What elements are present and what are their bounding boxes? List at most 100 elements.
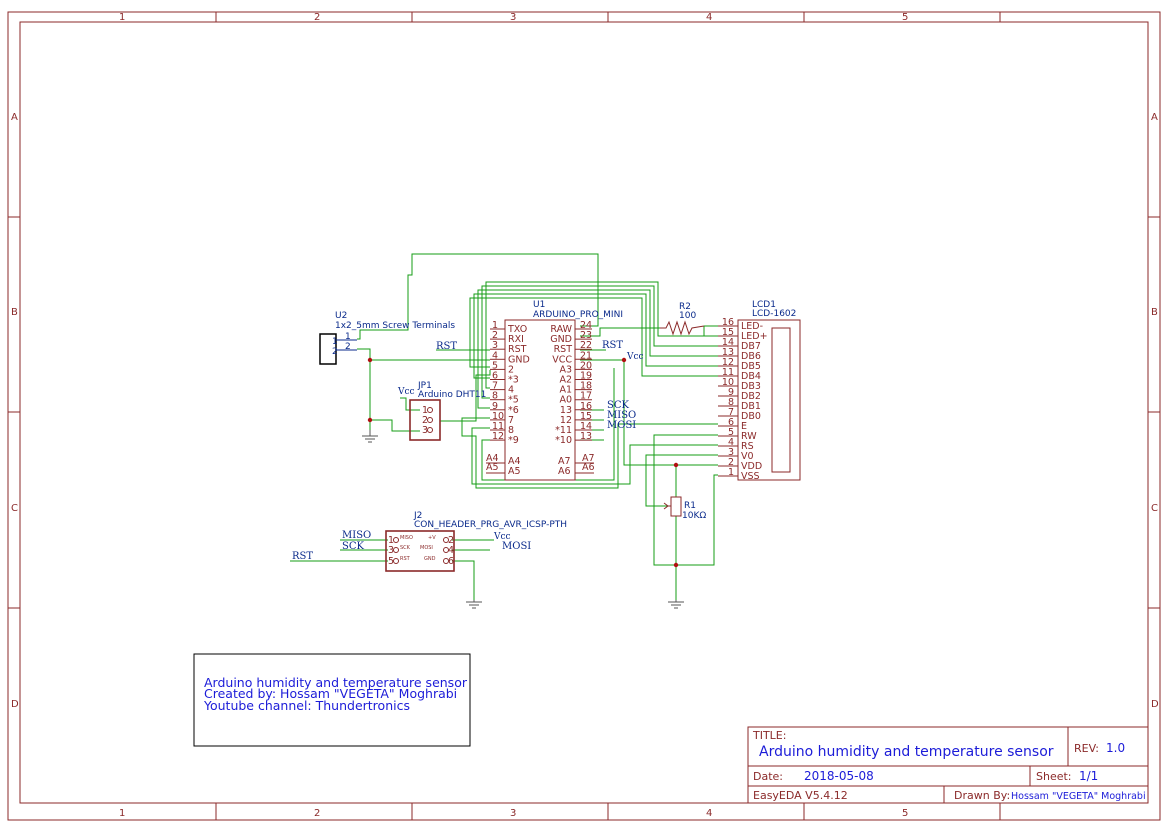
r2-designator: R2 [679, 302, 691, 312]
rev-label: REV: [1074, 742, 1099, 755]
jp1-pin-3: 3 [422, 425, 428, 436]
j2-miso-label: MISO [400, 535, 413, 541]
j2-pin-6: 6 [448, 556, 454, 567]
note-line-2: Created by: Hossam "VEGETA" Moghrabi [204, 686, 457, 701]
u1-pin-name-23: GND [550, 334, 572, 345]
u1-value: ARDUINO_PRO_MINI [533, 310, 623, 320]
r2-resistor[interactable]: R2 100 [660, 302, 705, 336]
row-label-b-right: B [1151, 307, 1158, 318]
sheet-frame: 1 2 3 4 5 1 2 3 4 5 A B C D A B C D [7, 11, 1161, 821]
u1-pin-num-19: 19 [580, 371, 592, 382]
col-label-1-bottom: 1 [119, 808, 125, 819]
u1-pin-name-1: TXO [507, 324, 527, 335]
lcd-pin-name-16: LED- [741, 321, 763, 332]
j2-pin-3: 3 [388, 545, 394, 556]
u1-pin-name-3: RST [508, 344, 527, 355]
lcd-pin-name-8: DB1 [741, 401, 761, 412]
j2-pin-1: 1 [388, 535, 394, 546]
u1-a7-name: A7 [558, 456, 571, 467]
u1-pin-name-5: 2 [508, 364, 514, 375]
u2-pin-2-num: 2 [345, 342, 351, 352]
u1-pin-num-24: 24 [580, 320, 592, 331]
lcd-pin-num-16: 16 [722, 317, 734, 328]
u2-pin-1-num: 1 [345, 332, 351, 342]
lcd1-value: LCD-1602 [752, 309, 796, 319]
lcd-pin-num-2: 2 [728, 457, 734, 468]
row-label-b-left: B [11, 307, 18, 318]
u2-screw-terminal[interactable]: U2 1x2_5mm Screw Terminals 1 2 1 2 [319, 311, 455, 365]
j2-pin-5: 5 [388, 556, 394, 567]
u1-pin-name-19: A2 [559, 375, 572, 386]
jp1-value: Arduino DHT11 [418, 390, 486, 400]
u1-pin-num-1: 1 [492, 320, 498, 331]
u2-pin-1: 1 [332, 337, 338, 347]
u1-pin-num-16: 16 [580, 401, 592, 412]
u1-designator: U1 [533, 300, 545, 310]
title-block: TITLE: Arduino humidity and temperature … [747, 726, 1149, 804]
lcd-pin-num-5: 5 [728, 427, 734, 438]
u1-pin-name-12: *9 [508, 435, 519, 446]
drawn-by-label: Drawn By: [954, 789, 1010, 802]
u1-pin-name-4: GND [508, 354, 530, 365]
net-sck: SCK [607, 400, 630, 411]
j2-vplus-label: +V [428, 535, 436, 541]
lcd-pin-num-7: 7 [728, 407, 734, 418]
j2-icsp-header[interactable]: J2 CON_HEADER_PRG_AVR_ICSP-PTH 1 3 5 2 4… [385, 511, 567, 572]
u1-pin-num-5: 5 [492, 360, 498, 371]
junctions [367, 357, 679, 568]
note-box: Arduino humidity and temperature sensor … [193, 653, 471, 747]
u1-pin-name-16: 13 [560, 405, 572, 416]
col-label-3-top: 3 [510, 12, 516, 23]
j2-gnd-label: GND [424, 556, 436, 562]
net-rst-u1: RST [436, 341, 457, 352]
row-label-d-left: D [11, 699, 19, 710]
j2-value: CON_HEADER_PRG_AVR_ICSP-PTH [414, 520, 567, 530]
u1-pin-name-7: 4 [508, 385, 514, 396]
lcd-pin-num-1: 1 [728, 467, 734, 478]
lcd-pin-name-1: VSS [741, 471, 760, 482]
u1-pin-num-23: 23 [580, 330, 592, 341]
u1-pin-num-10: 10 [492, 411, 504, 422]
junction-r1-top [673, 462, 679, 468]
net-j2-miso: MISO [342, 530, 371, 541]
col-label-2-bottom: 2 [314, 808, 320, 819]
u1-pin-name-2: RXI [508, 334, 524, 345]
col-label-2-top: 2 [314, 12, 320, 23]
u1-a4-num: A4 [486, 453, 499, 464]
row-label-d-right: D [1151, 699, 1159, 710]
lcd-pin-num-4: 4 [728, 437, 734, 448]
u1-pin-num-18: 18 [580, 381, 592, 392]
lcd-pin-num-13: 13 [722, 347, 734, 358]
r1-potentiometer[interactable]: R1 10KΩ [663, 496, 706, 521]
sheet-value: 1/1 [1079, 769, 1098, 783]
u1-pin-num-21: 21 [580, 350, 592, 361]
lcd-pin-name-11: DB4 [741, 371, 761, 382]
junction-gnd-jp1 [367, 417, 373, 423]
jp1-dht11[interactable]: JP1 Arduino DHT11 1 2 3 [409, 381, 486, 441]
lcd-pin-name-5: RW [741, 431, 757, 442]
drawn-by-value: Hossam "VEGETA" Moghrabi [1011, 791, 1146, 802]
u1-pin-name-8: *5 [508, 395, 519, 406]
row-label-a-left: A [11, 112, 18, 123]
u1-pin-num-12: 12 [492, 431, 504, 442]
lcd-pin-num-8: 8 [728, 397, 734, 408]
u1-pin-num-8: 8 [492, 391, 498, 402]
lcd-pin-name-9: DB2 [741, 391, 761, 402]
row-label-c-right: C [1151, 503, 1158, 514]
date-label: Date: [753, 770, 783, 783]
row-label-c-left: C [11, 503, 18, 514]
u1-pin-num-11: 11 [492, 421, 504, 432]
net-j2-rst: RST [292, 551, 313, 562]
u2-designator: U2 [335, 311, 347, 321]
junction-vcc [621, 357, 627, 363]
u1-pin-num-4: 4 [492, 350, 498, 361]
net-j2-mosi: MOSI [502, 541, 531, 552]
u1-pin-name-21: VCC [552, 354, 572, 365]
lcd-pin-num-15: 15 [722, 327, 734, 338]
lcd-pin-num-3: 3 [728, 447, 734, 458]
u1-pin-num-20: 20 [580, 360, 592, 371]
j2-rst-label: RST [400, 556, 411, 562]
